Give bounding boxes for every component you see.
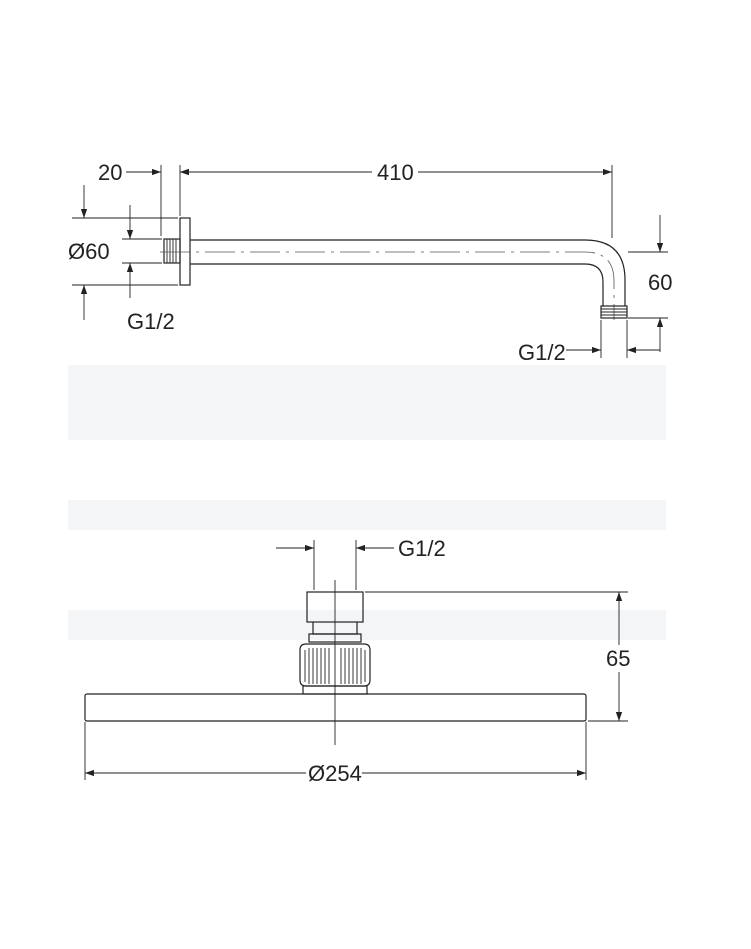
- background-band: [68, 365, 666, 440]
- dim-diameter-lines: [84, 722, 587, 780]
- arm-tube-bottom: [190, 263, 604, 306]
- dim-height: 65: [606, 646, 630, 671]
- arm-tube-top: [190, 239, 626, 306]
- arm-centerline: [160, 251, 615, 320]
- dim-height-lines: [365, 591, 628, 722]
- background-band: [68, 610, 666, 640]
- shower-head-view: G1/2 65 Ø254: [84, 536, 630, 786]
- shower-arm-view: 20 410 Ø60 G1/2 60 G1/2: [68, 160, 672, 365]
- dim-arm-length: 410: [377, 160, 414, 185]
- dim-diameter: Ø254: [308, 761, 362, 786]
- label-thread-wall: G1/2: [127, 309, 175, 334]
- outlet-thread: [600, 305, 628, 319]
- background-band: [68, 500, 666, 530]
- label-thread-inlet: G1/2: [398, 536, 446, 561]
- dim-inlet-thread-lines: [276, 540, 394, 590]
- wall-thread: [163, 238, 181, 264]
- label-thread-outlet: G1/2: [518, 340, 566, 365]
- wall-flange: [179, 217, 191, 286]
- ball-joint-knurling: [304, 648, 366, 684]
- dim-flange-diameter: Ø60: [68, 239, 110, 264]
- head-plate: [84, 693, 587, 722]
- dim-drop-height: 60: [648, 270, 672, 295]
- dim-flange-width: 20: [98, 160, 122, 185]
- wall-thread-hatching: [166, 239, 177, 263]
- arm-extension-lines: [72, 165, 668, 358]
